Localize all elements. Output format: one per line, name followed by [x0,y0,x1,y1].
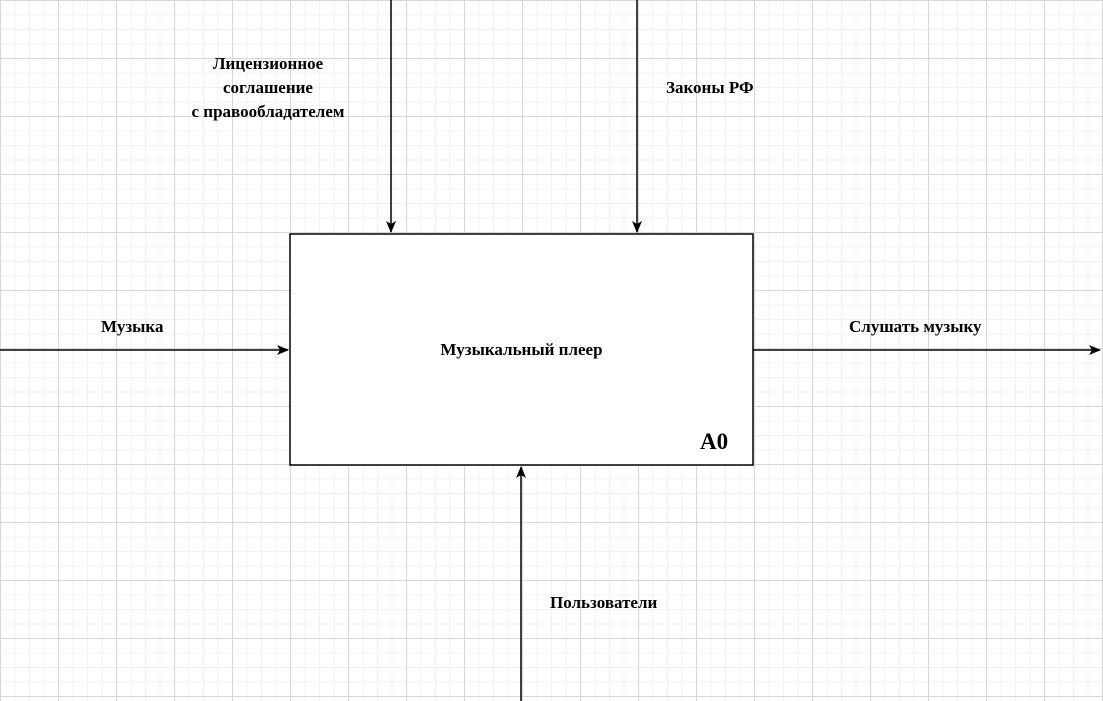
function-box-node-id: A0 [700,429,729,454]
control-label-license-line-3: с правообладателем [191,102,345,121]
control-label-license-line-1: Лицензионное [212,54,324,73]
output-label-listen: Слушать музыку [849,317,982,336]
mechanism-label-users: Пользователи [550,593,658,612]
function-box-title: Музыкальный плеер [440,339,603,359]
control-label-laws: Законы РФ [666,78,754,97]
function-box[interactable] [289,233,754,466]
input-label-music: Музыка [101,317,164,336]
control-label-license: Лицензионное соглашение с правообладател… [168,52,368,124]
control-label-license-line-2: соглашение [223,78,313,97]
